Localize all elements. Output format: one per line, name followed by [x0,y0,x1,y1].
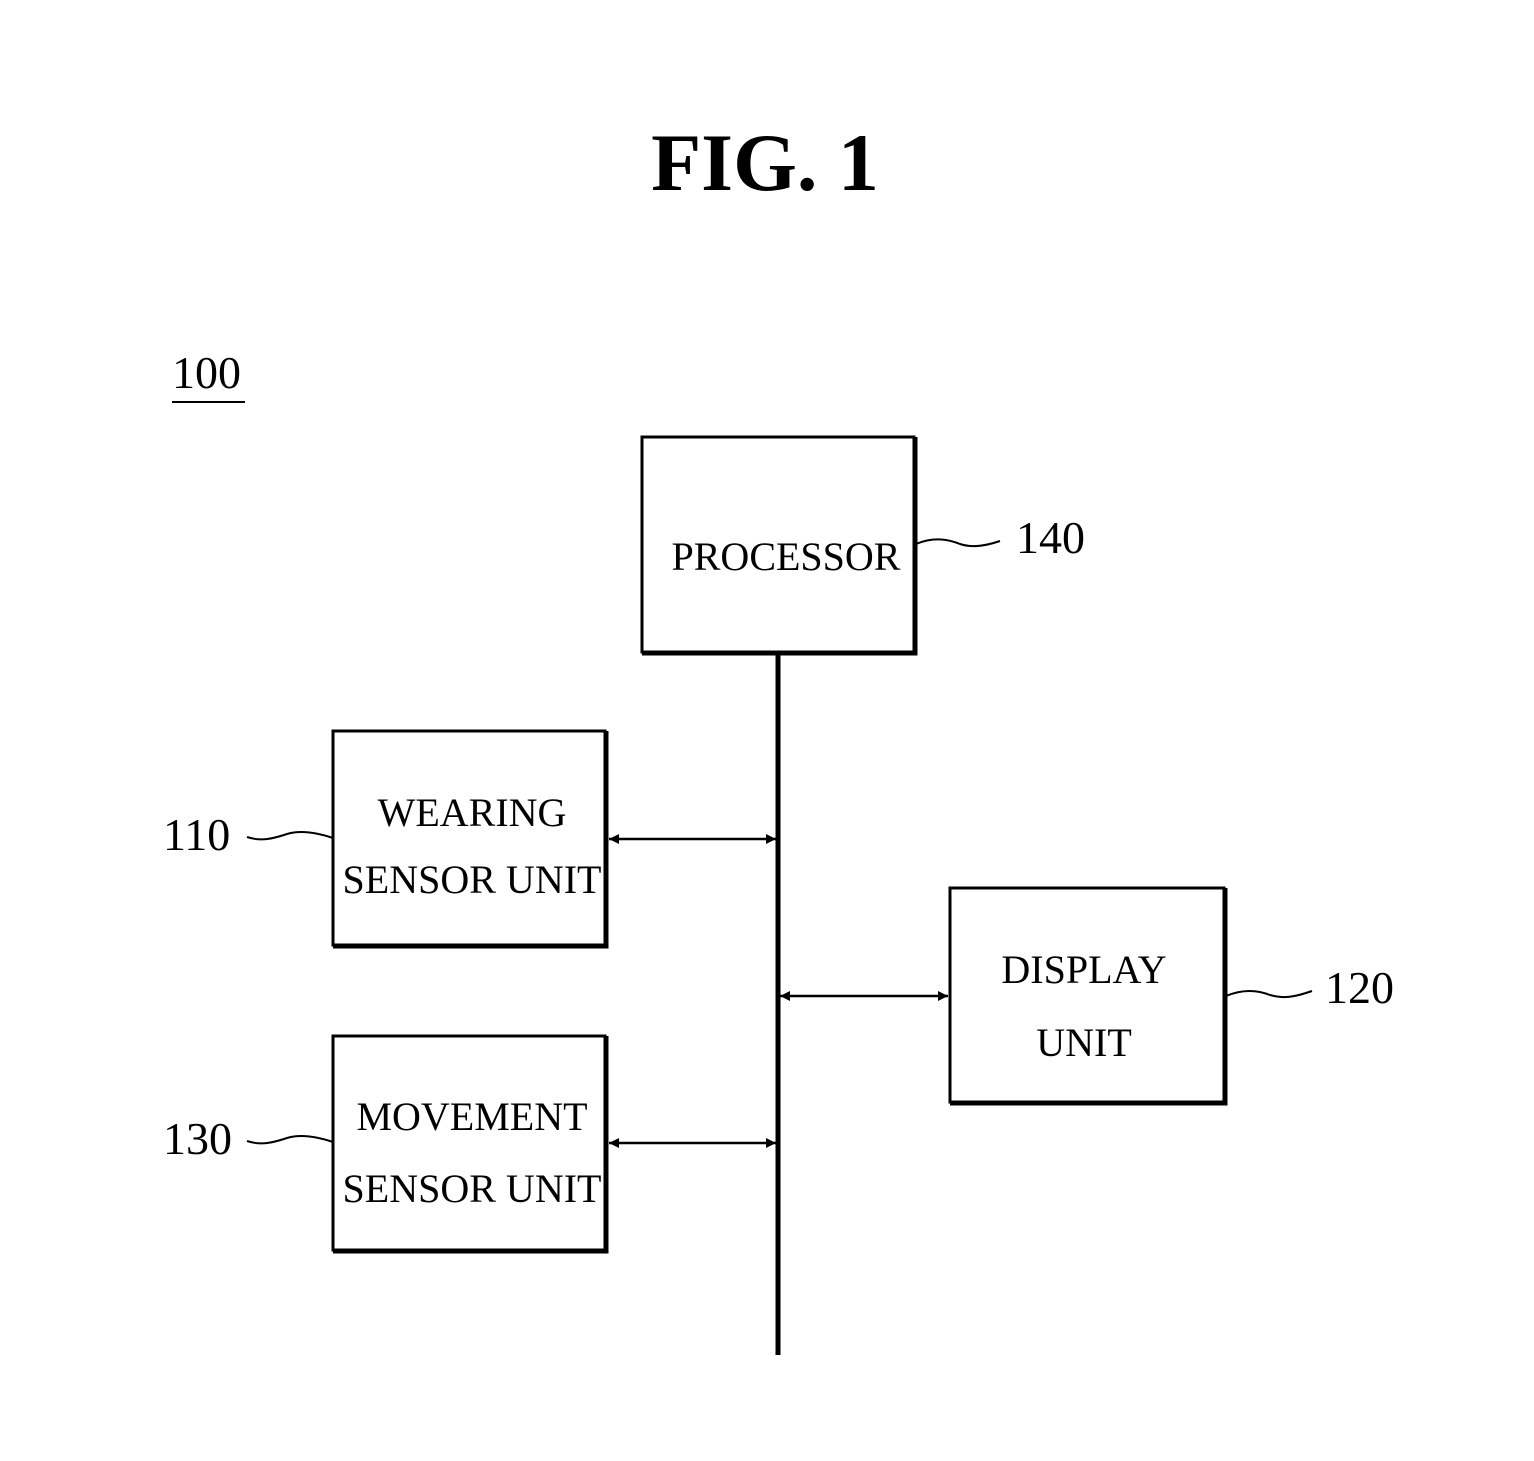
movement-sensor-ref-label: 130 [163,1113,232,1164]
wearing-sensor-box [333,731,605,945]
movement-sensor-box [333,1036,605,1250]
display-label-line-1: DISPLAY [1001,947,1166,992]
movement-sensor-leader-line [247,1136,333,1143]
processor-leader-line [916,539,1000,546]
processor-ref-label: 140 [1016,512,1085,563]
display-block: DISPLAY UNIT [950,888,1226,1104]
movement-sensor-label-line-1: MOVEMENT [356,1094,587,1139]
wearing-sensor-ref-label: 110 [163,809,230,860]
display-label-line-2: UNIT [1036,1020,1132,1065]
wearing-sensor-block: WEARING SENSOR UNIT [333,731,607,947]
processor-block: PROCESSOR [642,437,916,654]
display-leader-line [1226,991,1312,997]
processor-label: PROCESSOR [672,534,901,579]
figure-title: FIG. 1 [651,117,879,208]
display-ref-label: 120 [1325,962,1394,1013]
movement-sensor-label-line-2: SENSOR UNIT [343,1166,602,1211]
movement-sensor-block: MOVEMENT SENSOR UNIT [333,1036,607,1252]
display-box [950,888,1224,1102]
wearing-sensor-leader-line [247,832,333,839]
wearing-sensor-label-line-1: WEARING [378,790,567,835]
system-ref-label: 100 [172,347,241,398]
wearing-sensor-label-line-2: SENSOR UNIT [343,857,602,902]
